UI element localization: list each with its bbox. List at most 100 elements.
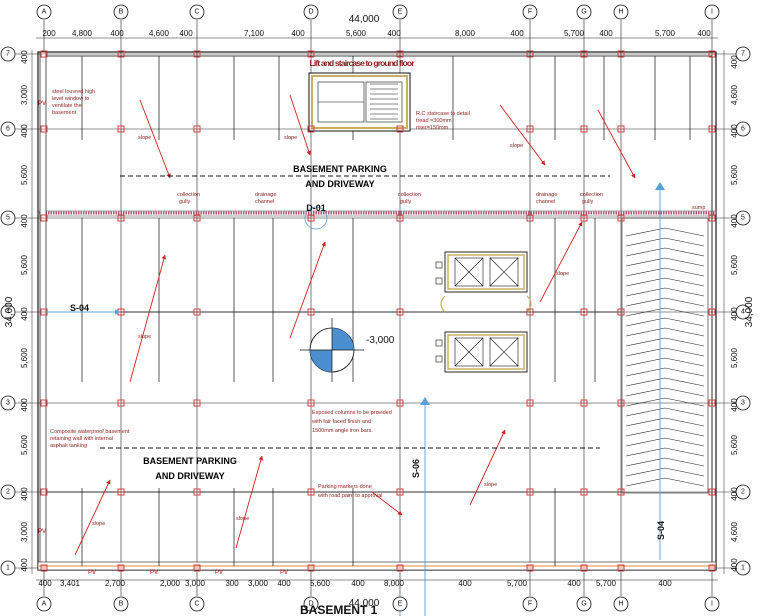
- note-retaining-2: retaining wall with internal: [50, 436, 113, 442]
- top-dim: 400: [510, 29, 524, 38]
- lift-staircase-label: Lift and staircase to ground floor: [310, 58, 416, 68]
- bottom-dim: 2,700: [105, 579, 126, 588]
- note-sump: sump: [692, 205, 705, 211]
- grid-bubble-1-left: 1: [6, 565, 10, 572]
- grid-bubble-g-top-circle: [576, 4, 592, 20]
- ramp-chevron: [625, 317, 705, 327]
- note-steel-window-2: level window to: [52, 96, 89, 102]
- grid-bubble-2-left-circle: [0, 484, 16, 500]
- slope-label: slope: [138, 334, 151, 340]
- grid-bubble-e-bottom-circle: [392, 596, 408, 612]
- top-dim: 4,800: [72, 29, 93, 38]
- grid-bubble-3-right: 3: [741, 400, 745, 407]
- ramp-chevron: [625, 447, 705, 457]
- left-total-dim: 34,000: [4, 296, 15, 327]
- ramp: [621, 217, 709, 494]
- grid-bubble-g-bottom-circle: [576, 596, 592, 612]
- top-dim: 5,700: [564, 29, 585, 38]
- grid-bubble-a-bottom-circle: [36, 596, 52, 612]
- lift-button: [435, 355, 443, 363]
- slope-arrow: [289, 241, 326, 339]
- grid-bubble-h-top-circle: [613, 4, 629, 20]
- ramp-chevron: [625, 287, 705, 297]
- labels: Lift and staircase to ground floor BASEM…: [70, 58, 666, 616]
- grid-bubble-c-bottom-circle: [189, 596, 205, 612]
- grid-bubble-f-bottom-circle: [522, 596, 538, 612]
- grid-bubble-5-left-circle: [0, 210, 16, 226]
- structural-columns: [40, 50, 716, 572]
- note-retaining-3: asphalt tanking: [50, 443, 87, 449]
- ramp-chevron: [625, 477, 705, 487]
- bottom-dim: 400: [351, 579, 365, 588]
- ramp-chevron: [625, 457, 705, 467]
- section-label-s06: S-06: [411, 459, 421, 478]
- note-steel-window-1: steel louvred high: [52, 89, 95, 95]
- ramp-chevron: [625, 347, 705, 357]
- note-steel-window-4: basement: [52, 110, 77, 116]
- grid-bubble-4-left-circle: [0, 304, 16, 320]
- note-rc-stair-3: riser=150mm: [416, 125, 449, 131]
- slope-arrows: [74, 94, 636, 556]
- grid-bubble-6-right: 6: [741, 126, 745, 133]
- note-gully-1a: collection: [177, 192, 200, 198]
- grid-bubble-4-right-circle: [735, 304, 751, 320]
- grid-bubble-a-bottom: A: [42, 601, 47, 608]
- right-dim: 400: [730, 214, 739, 228]
- note-rc-stair-1: R.C staircase to detail: [416, 111, 470, 117]
- left-dim: 5,600: [20, 347, 29, 368]
- slope-label: slope: [236, 516, 249, 522]
- top-dim: 400: [110, 29, 124, 38]
- top-dim: 8,000: [455, 29, 476, 38]
- slope-label: slope: [484, 482, 497, 488]
- left-dim: 400: [20, 398, 29, 412]
- left-dim: 3,000: [20, 521, 29, 542]
- slope-label: slope: [510, 143, 523, 149]
- slope-arrow: [129, 254, 167, 383]
- ramp-chevron: [625, 247, 705, 257]
- top-total-dim: 44,000: [349, 14, 380, 25]
- grid-bubble-6-left: 6: [6, 126, 10, 133]
- grid-bubble-2-right: 2: [741, 489, 745, 496]
- ramp-chevron: [625, 357, 705, 367]
- right-dim: 5,600: [730, 347, 739, 368]
- lift-button: [435, 339, 443, 347]
- right-dim: 5,600: [730, 434, 739, 455]
- right-dim: 4,600: [730, 84, 739, 105]
- lift-cross: [454, 257, 484, 287]
- bottom-total-dim: 44,000: [349, 598, 380, 609]
- left-dim: 5,600: [20, 164, 29, 185]
- ramp-chevron: [625, 227, 705, 237]
- bottom-dim: 400: [38, 579, 52, 588]
- ramp-chevron: [625, 437, 705, 447]
- lift-core: [435, 251, 532, 373]
- slope-arrow: [597, 109, 636, 179]
- grid-bubble-7-left: 7: [6, 51, 10, 58]
- grid-bubble-5-right-circle: [735, 210, 751, 226]
- ramp-chevron: [625, 367, 705, 377]
- pv-label: PV: [38, 529, 46, 535]
- left-dim: 400: [20, 487, 29, 501]
- grid-bubble-7-right: 7: [741, 51, 745, 58]
- bottom-dim: 400: [277, 579, 291, 588]
- note-retaining-1: Composite waterproof basement: [50, 429, 130, 435]
- ramp-chevron: [625, 377, 705, 387]
- section-label-s04-right: S-04: [656, 521, 666, 540]
- top-dim: 4,600: [149, 29, 170, 38]
- pv-label: PV: [38, 101, 46, 107]
- grid-bubble-6-left-circle: [0, 121, 16, 137]
- parking-label-bottom-1: BASEMENT PARKING: [143, 456, 237, 466]
- ramp-chevron: [625, 397, 705, 407]
- grid-bubble-c-top: C: [194, 9, 199, 16]
- slope-arrow: [289, 94, 311, 156]
- slope-arrow: [74, 479, 111, 556]
- right-dim: 400: [730, 487, 739, 501]
- ramp-chevron: [625, 417, 705, 427]
- grid-bubble-h-top: H: [618, 9, 623, 16]
- note-channel-1b: channel: [255, 199, 274, 205]
- level-symbol: [300, 318, 364, 382]
- lift-cross: [454, 337, 484, 367]
- right-dim: 400: [730, 558, 739, 572]
- grid-bubble-2-left: 2: [6, 489, 10, 496]
- parking-label-top-1: BASEMENT PARKING: [293, 164, 387, 174]
